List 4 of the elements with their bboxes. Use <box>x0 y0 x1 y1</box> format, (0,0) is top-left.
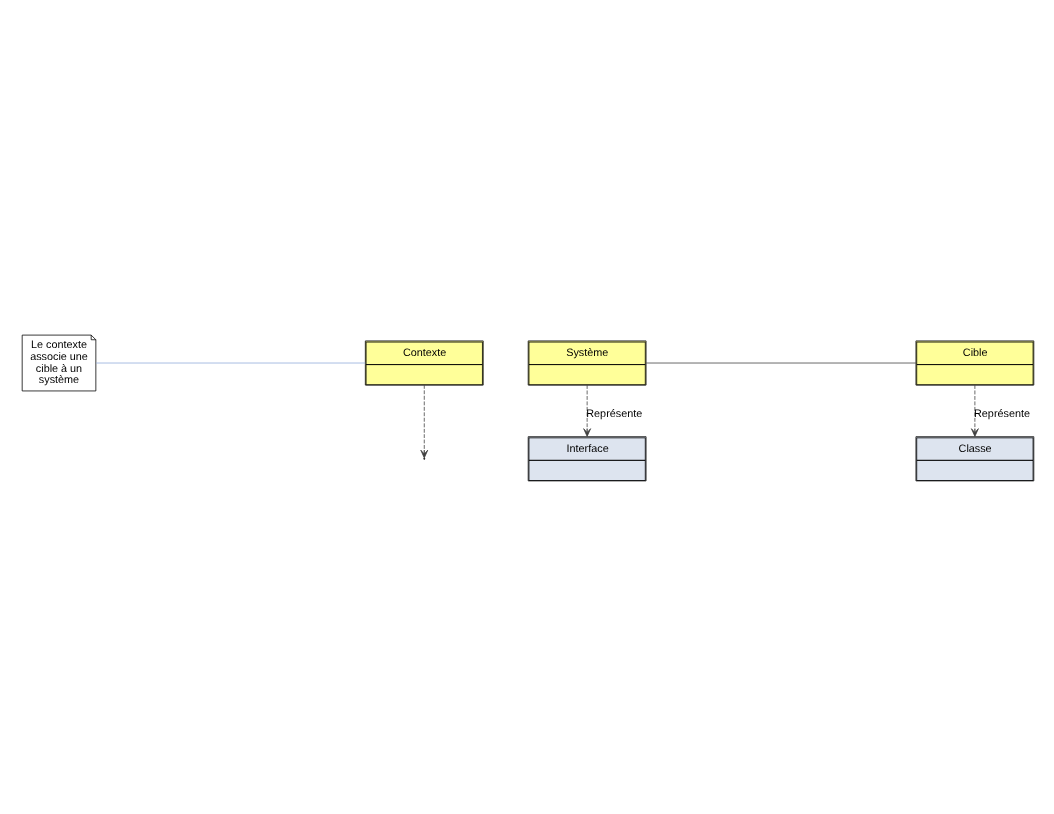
arrow <box>582 383 590 436</box>
connector <box>644 361 916 363</box>
connector <box>94 361 365 363</box>
arrow <box>970 383 978 436</box>
